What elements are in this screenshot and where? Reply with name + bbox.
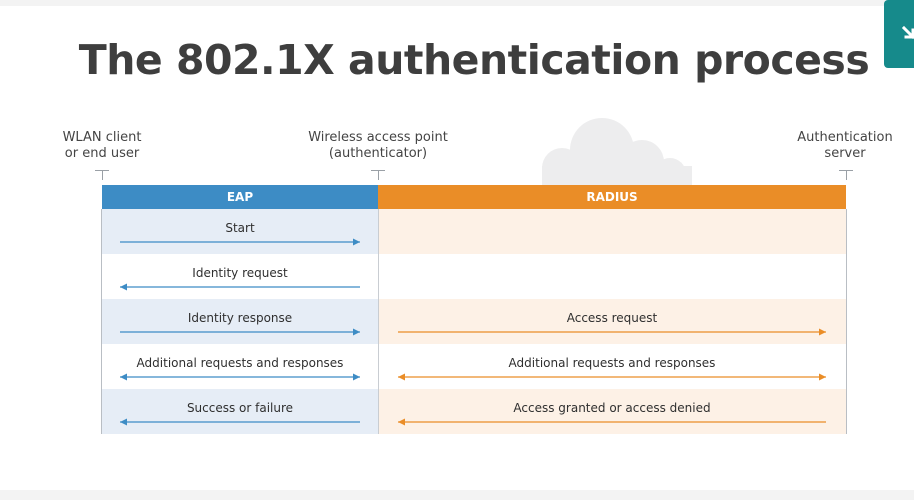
arrow-right: [120, 238, 360, 246]
radius-row: Access request: [378, 299, 846, 344]
server-tick-stem: [846, 170, 847, 180]
endpoint-server: Authentication server: [790, 130, 900, 162]
arrowhead-left: [398, 373, 405, 381]
cloud-icon: [542, 118, 692, 186]
arrow-left: [120, 418, 360, 426]
endpoint-ap-line1: Wireless access point: [308, 130, 448, 145]
endpoint-server-line1: Authentication: [797, 130, 893, 145]
endpoint-server-line2: server: [824, 146, 866, 161]
endpoint-ap-line2: (authenticator): [328, 146, 428, 161]
arrow-right: [120, 328, 360, 336]
radius-message-label: Access request: [566, 311, 658, 325]
arrow-both: [398, 373, 826, 381]
arrowhead-left: [120, 373, 127, 381]
arrowhead-right: [819, 373, 826, 381]
eap-row: Success or failure: [102, 389, 378, 434]
arrow-icon: [902, 26, 914, 40]
arrow-both: [120, 373, 360, 381]
corner-badge[interactable]: [884, 0, 914, 68]
eap-row: Start: [102, 209, 378, 254]
server-boundary: [846, 209, 847, 434]
arrowhead-right: [819, 328, 826, 336]
arrow-left: [120, 283, 360, 291]
arrow-right: [398, 328, 826, 336]
eap-row: Identity response: [102, 299, 378, 344]
eap-message-label: Additional requests and responses: [136, 356, 344, 370]
endpoint-access-point: Wireless access point (authenticator): [298, 130, 458, 162]
radius-row: [378, 209, 846, 254]
eap-message-label: Success or failure: [186, 401, 294, 415]
page-title: The 802.1X authentication process: [78, 36, 870, 84]
endpoint-client-line1: WLAN client: [62, 130, 142, 145]
client-tick-stem: [102, 170, 103, 180]
eap-header: EAP: [102, 185, 378, 209]
eap-message-label: Identity response: [187, 311, 293, 325]
endpoint-client: WLAN client or end user: [50, 130, 154, 162]
eap-row: Additional requests and responses: [102, 344, 378, 389]
eap-message-label: Start: [225, 221, 255, 235]
eap-message-label: Identity request: [192, 266, 288, 280]
arrowhead-left: [120, 283, 127, 291]
radius-header: RADIUS: [378, 185, 846, 209]
eap-row: Identity request: [102, 254, 378, 299]
arrowhead-left: [120, 418, 127, 426]
radius-message-label: Access granted or access denied: [513, 401, 711, 415]
arrow-left: [398, 418, 826, 426]
arrowhead-right: [353, 373, 360, 381]
ap-boundary: [378, 209, 379, 434]
radius-row: [378, 254, 846, 299]
arrowhead-right: [353, 238, 360, 246]
endpoint-client-line2: or end user: [64, 146, 140, 161]
ap-tick-stem: [378, 170, 379, 180]
radius-message-label: Additional requests and responses: [508, 356, 716, 370]
radius-row: Additional requests and responses: [378, 344, 846, 389]
radius-row: Access granted or access denied: [378, 389, 846, 434]
arrowhead-right: [353, 328, 360, 336]
client-boundary: [101, 209, 102, 434]
arrowhead-left: [398, 418, 405, 426]
